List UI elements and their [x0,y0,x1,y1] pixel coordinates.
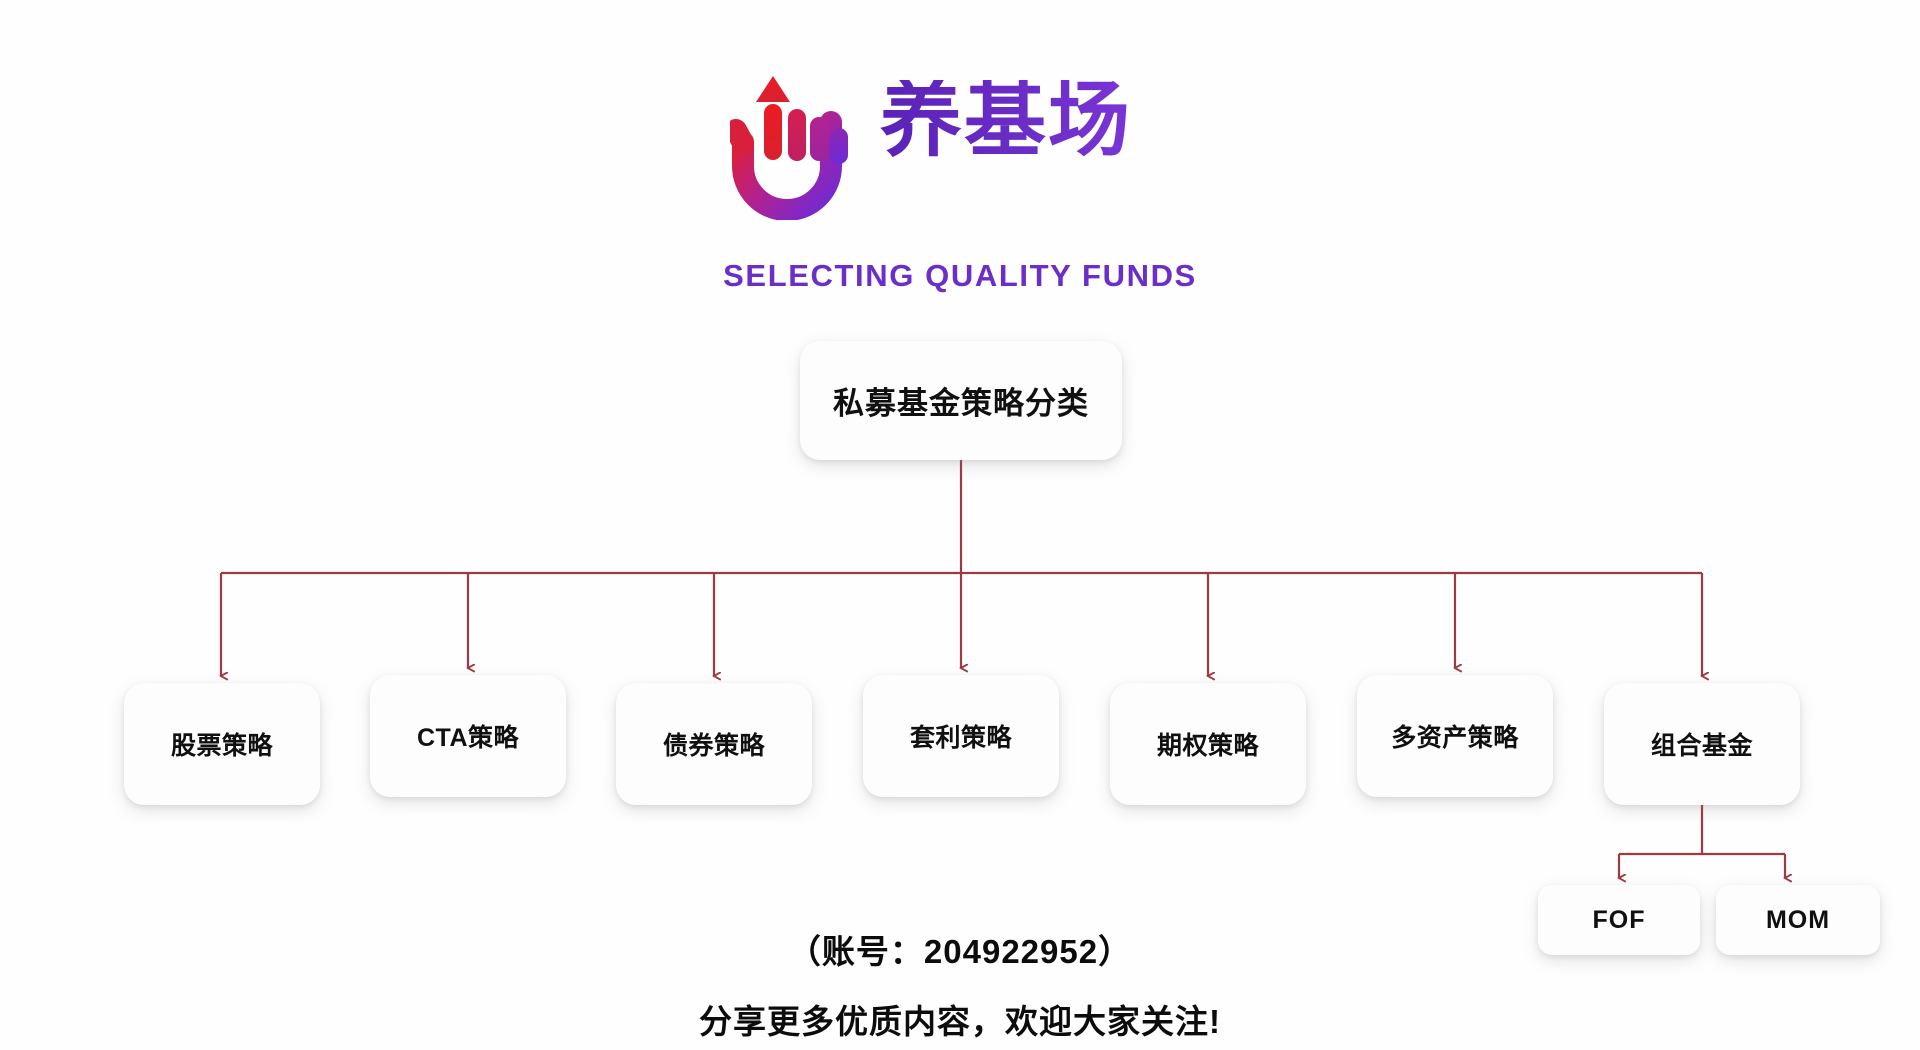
brand-name: 养基场 [880,75,1133,166]
node-label: 期权策略 [1156,732,1259,760]
node-fund-of-funds[interactable]: 组合基金 [1604,683,1800,805]
brand-tagline: SELECTING QUALITY FUNDS [723,258,1197,293]
node-mom[interactable]: MOM [1716,885,1880,955]
node-label: 多资产策略 [1391,724,1519,752]
node-equity-strategy[interactable]: 股票策略 [124,683,320,805]
node-label: 债券策略 [662,732,765,760]
node-fof[interactable]: FOF [1538,885,1700,955]
hand-with-up-arrow-icon [730,76,848,220]
node-label: CTA策略 [416,724,520,752]
node-label: 组合基金 [1650,732,1753,760]
node-label: 股票策略 [170,732,273,760]
node-root[interactable]: 私募基金策略分类 [800,341,1122,460]
node-bond-strategy[interactable]: 债券策略 [616,683,812,805]
logo-lockup: 养基场 [730,62,1190,222]
node-options-strategy[interactable]: 期权策略 [1110,683,1306,805]
footer-cta-line: 分享更多优质内容，欢迎大家关注! [699,1003,1221,1040]
footer-account-line: （账号：204922952） [787,933,1133,970]
node-label: MOM [1765,905,1831,934]
node-multi-asset-strategy[interactable]: 多资产策略 [1357,675,1553,797]
node-label: FOF [1592,905,1646,934]
node-arbitrage-strategy[interactable]: 套利策略 [863,675,1059,797]
node-cta-strategy[interactable]: CTA策略 [370,675,566,797]
node-root-label: 私募基金策略分类 [833,386,1089,421]
node-label: 套利策略 [909,724,1012,752]
brand-header: 养基场 SELECTING QUALITY FUNDS [0,62,1920,293]
